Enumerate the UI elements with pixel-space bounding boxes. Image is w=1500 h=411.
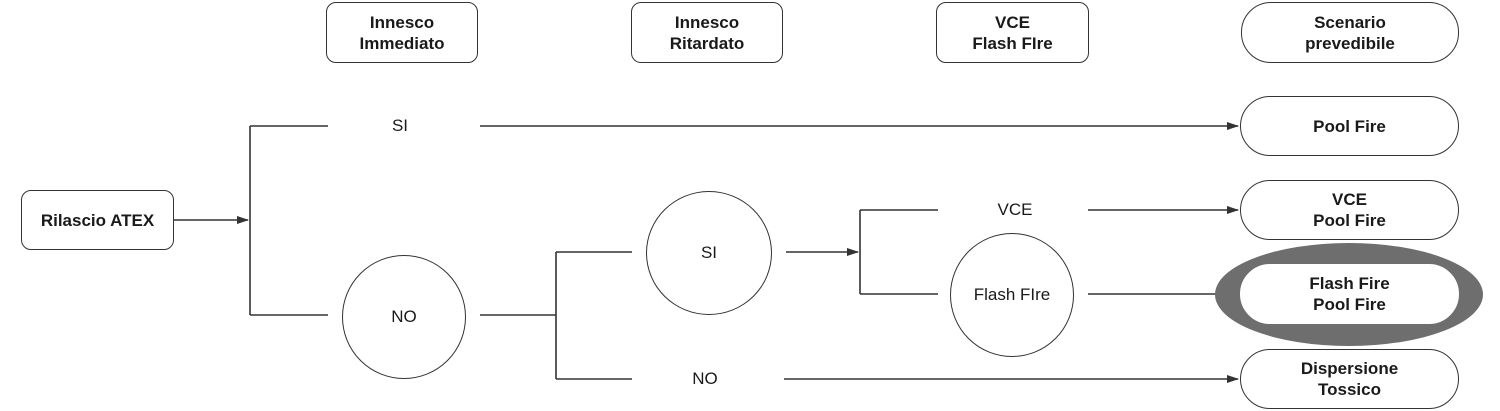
scenario-pool-fire: Pool Fire [1240,96,1459,156]
header-scenario-prevedibile: Scenario prevedibile [1241,2,1459,63]
start-rilascio-atex: Rilascio ATEX [21,190,174,250]
circle-no: NO [342,255,466,379]
scenario-flash-fire-pool-fire: Flash Fire Pool Fire [1240,264,1459,324]
scenario-dispersione-tossico: Dispersione Tossico [1240,349,1459,409]
circle-flash-fire: Flash FIre [950,233,1074,357]
branch-label-no-bottom: NO [680,369,730,389]
scenario-vce-pool-fire: VCE Pool Fire [1240,180,1459,240]
branch-label-si-top: SI [380,116,420,136]
circle-si: SI [646,191,772,315]
branch-label-vce: VCE [985,200,1045,220]
header-vce-flash-fire: VCE Flash FIre [936,2,1089,63]
header-innesco-ritardato: Innesco Ritardato [631,2,783,63]
header-innesco-immediato: Innesco Immediato [326,2,478,63]
